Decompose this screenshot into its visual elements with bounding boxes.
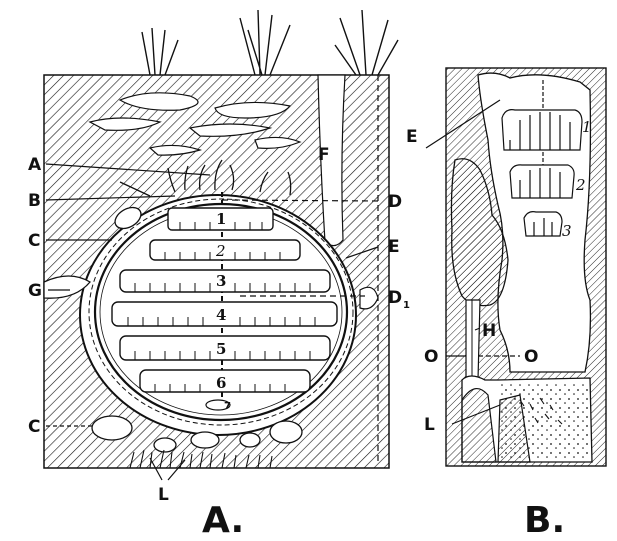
b-comb-number-2: 2: [575, 176, 586, 194]
b-label-l: L: [424, 415, 435, 435]
comb-number-5: 5: [216, 340, 226, 358]
comb-number-2: 2: [215, 242, 226, 260]
grass-tufts: [142, 10, 398, 75]
label-d1: D: [388, 288, 402, 308]
label-c-lower: C: [28, 417, 40, 437]
panel-b: E H O O L 1 2 3 B.: [406, 68, 606, 541]
comb-number-3: 3: [216, 272, 226, 290]
comb-number-1: 1: [216, 210, 226, 228]
b-comb-3: [524, 212, 562, 236]
caption-b: B.: [524, 500, 565, 541]
label-f: F: [318, 145, 330, 165]
channel-h: [466, 300, 480, 380]
b-label-e: E: [406, 127, 418, 147]
stone-c-lower: [92, 416, 132, 440]
label-l: L: [158, 485, 169, 505]
caption-a: A.: [202, 500, 244, 541]
b-comb-number-3: 3: [562, 222, 572, 240]
comb-number-7: 7: [224, 401, 231, 412]
label-e: E: [388, 237, 400, 257]
comb-number-4: 4: [216, 306, 226, 324]
label-a: A: [28, 155, 42, 175]
comb-number-6: 6: [216, 374, 226, 392]
b-label-o-right: O: [524, 347, 538, 367]
panel-a: A B C G C D D 1 E F L 1 2 3 4 5 6 7 A.: [28, 10, 410, 541]
label-c-upper: C: [28, 231, 40, 251]
label-d1-subscript: 1: [403, 300, 410, 311]
label-d: D: [388, 192, 402, 212]
b-label-h: H: [482, 321, 496, 341]
b-label-o-left: O: [424, 347, 438, 367]
b-comb-number-1: 1: [582, 118, 592, 136]
label-g: G: [28, 281, 42, 301]
label-b: B: [28, 191, 41, 211]
